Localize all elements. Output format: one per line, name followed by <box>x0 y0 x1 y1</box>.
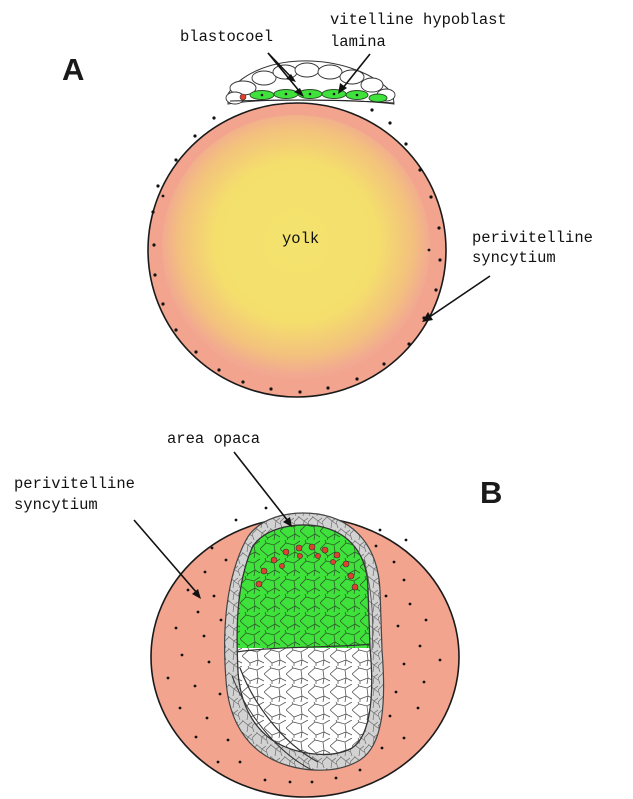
label-blastocoel: blastocoel <box>180 28 273 46</box>
label-lamina: lamina <box>330 33 386 51</box>
blastoderm-a <box>226 61 395 104</box>
label-vitelline-hypoblast: vitelline hypoblast <box>330 11 507 29</box>
panel-b: B <box>14 430 566 797</box>
panel-b-letter: B <box>480 475 502 510</box>
red-cell-a <box>240 94 246 100</box>
label-yolk: yolk <box>282 230 319 248</box>
panel-a: A <box>26 11 593 397</box>
label-area-opaca: area opaca <box>167 430 260 448</box>
label-perivitelline-a-1: perivitelline <box>472 229 593 247</box>
label-perivitelline-b-1: perivitelline <box>14 475 135 493</box>
panel-b-letter-box <box>448 468 566 554</box>
label-perivitelline-b-2: syncytium <box>14 496 98 514</box>
panel-a-letter: A <box>62 52 84 87</box>
label-perivitelline-a-2: syncytium <box>472 249 556 267</box>
egg-a <box>148 103 446 397</box>
